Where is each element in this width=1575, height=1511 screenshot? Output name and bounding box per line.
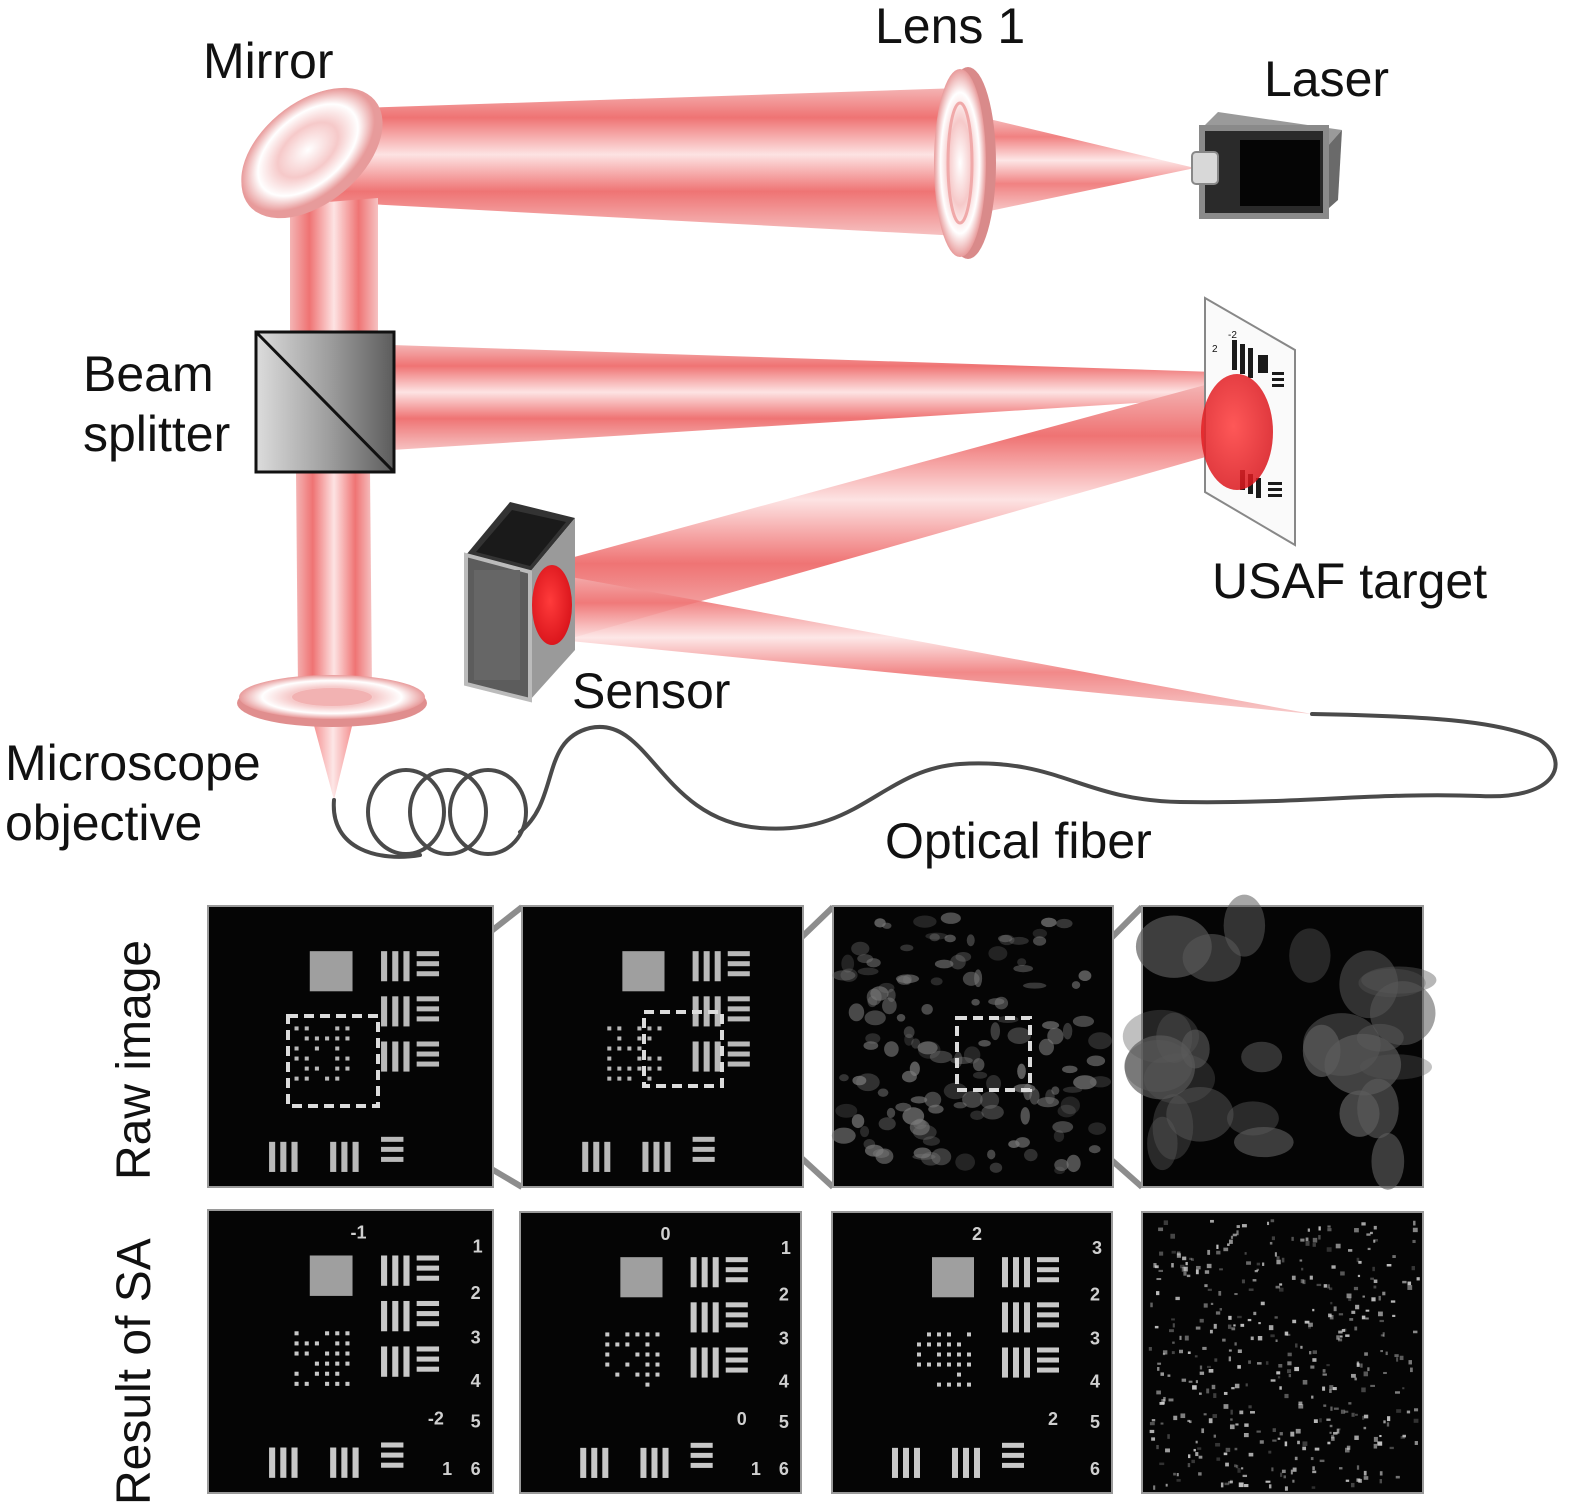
zoom-region-box [642, 1010, 724, 1088]
beam-splitter [254, 330, 396, 474]
mirror [241, 87, 383, 219]
target-number-mark: 1 [442, 1459, 452, 1479]
label-laser: Laser [1264, 51, 1389, 107]
target-number-mark: 5 [1090, 1412, 1100, 1432]
raw-panel-2 [521, 905, 804, 1188]
target-number-mark: 6 [779, 1459, 789, 1479]
beam-splitter-to-objective [296, 470, 372, 690]
label-microscope-line2: objective [5, 795, 202, 851]
target-number-mark: 1 [781, 1238, 791, 1258]
target-number-mark: 2 [779, 1284, 789, 1304]
target-number-mark: 0 [661, 1224, 671, 1244]
target-number-mark: 3 [471, 1327, 481, 1347]
zoom-region-box [286, 1014, 380, 1108]
label-sensor: Sensor [572, 663, 730, 719]
target-number-mark: 4 [471, 1371, 481, 1391]
target-number-mark: 0 [737, 1409, 747, 1429]
beam-fiber-to-sensor [560, 575, 1312, 714]
target-number-mark: 1 [751, 1459, 761, 1479]
beam-lens-to-mirror [330, 88, 960, 236]
beam-splitter-to-target [392, 345, 1215, 450]
label-mirror: Mirror [203, 33, 334, 89]
component-labels: Mirror Lens 1 Laser Beam splitter USAF t… [5, 0, 1487, 869]
target-number-mark: 3 [1092, 1238, 1102, 1258]
target-number-mark: -1 [351, 1222, 367, 1242]
target-number-mark: 3 [1090, 1328, 1100, 1348]
label-lens-1: Lens 1 [875, 0, 1025, 54]
raw-panel-3 [831, 905, 1114, 1188]
label-usaf-target: USAF target [1212, 553, 1487, 609]
target-number-mark: 2 [471, 1283, 481, 1303]
raw-panel-1 [207, 905, 494, 1188]
label-microscope-line1: Microscope [5, 735, 261, 791]
lens-1 [934, 67, 996, 259]
result-panel-1: -1 1 2 3 4 5 6 -2 1 [207, 1209, 494, 1494]
laser [1191, 112, 1342, 219]
target-number-mark: 5 [471, 1411, 481, 1431]
raw-panel-4 [1122, 894, 1437, 1190]
optical-fiber [331, 712, 1558, 859]
beam-objective-focus [312, 718, 354, 800]
image-panels: -1 1 2 3 4 5 6 -2 1 0 1 2 3 4 5 6 0 1 2 3 2 3 4 5 6 2 [207, 894, 1437, 1494]
target-number-mark: 6 [1090, 1459, 1100, 1479]
row-label-result-of-sa: Result of SA [108, 1238, 161, 1505]
label-optical-fiber: Optical fiber [885, 813, 1152, 869]
target-number-mark: 4 [1090, 1372, 1100, 1392]
beam-mirror-to-splitter [290, 198, 378, 335]
target-number-mark: -2 [428, 1408, 444, 1428]
row-label-raw-image: Raw image [108, 940, 161, 1180]
target-number-mark: 2 [1048, 1409, 1058, 1429]
laser-beam-paths [290, 88, 1312, 800]
result-panel-2: 0 1 2 3 4 5 6 0 1 [519, 1211, 802, 1494]
illumination-spot-target [1201, 374, 1273, 490]
sensor [464, 502, 575, 703]
usaf-mark: -2 [1228, 330, 1237, 341]
result-panel-4 [1141, 1211, 1424, 1494]
target-number-mark: 6 [471, 1459, 481, 1479]
result-panel-3: 2 3 2 3 4 5 6 2 [831, 1211, 1113, 1494]
target-number-mark: 5 [779, 1412, 789, 1432]
illumination-spot-sensor [532, 565, 572, 645]
label-beam-splitter-line2: splitter [83, 406, 230, 462]
zoom-region-box [955, 1016, 1032, 1092]
usaf-mark: 2 [1212, 344, 1218, 355]
target-number-mark: 1 [473, 1236, 483, 1256]
label-beam-splitter-line1: Beam [83, 346, 214, 402]
beam-laser-to-lens [985, 118, 1195, 212]
usaf-target: -2 2 [1201, 296, 1296, 547]
target-number-mark: 4 [779, 1372, 789, 1392]
target-number-mark: 3 [779, 1328, 789, 1348]
target-number-mark: 2 [972, 1224, 982, 1244]
beam-target-to-sensor [545, 385, 1265, 640]
microscope-objective [237, 675, 427, 727]
target-number-mark: 2 [1090, 1284, 1100, 1304]
